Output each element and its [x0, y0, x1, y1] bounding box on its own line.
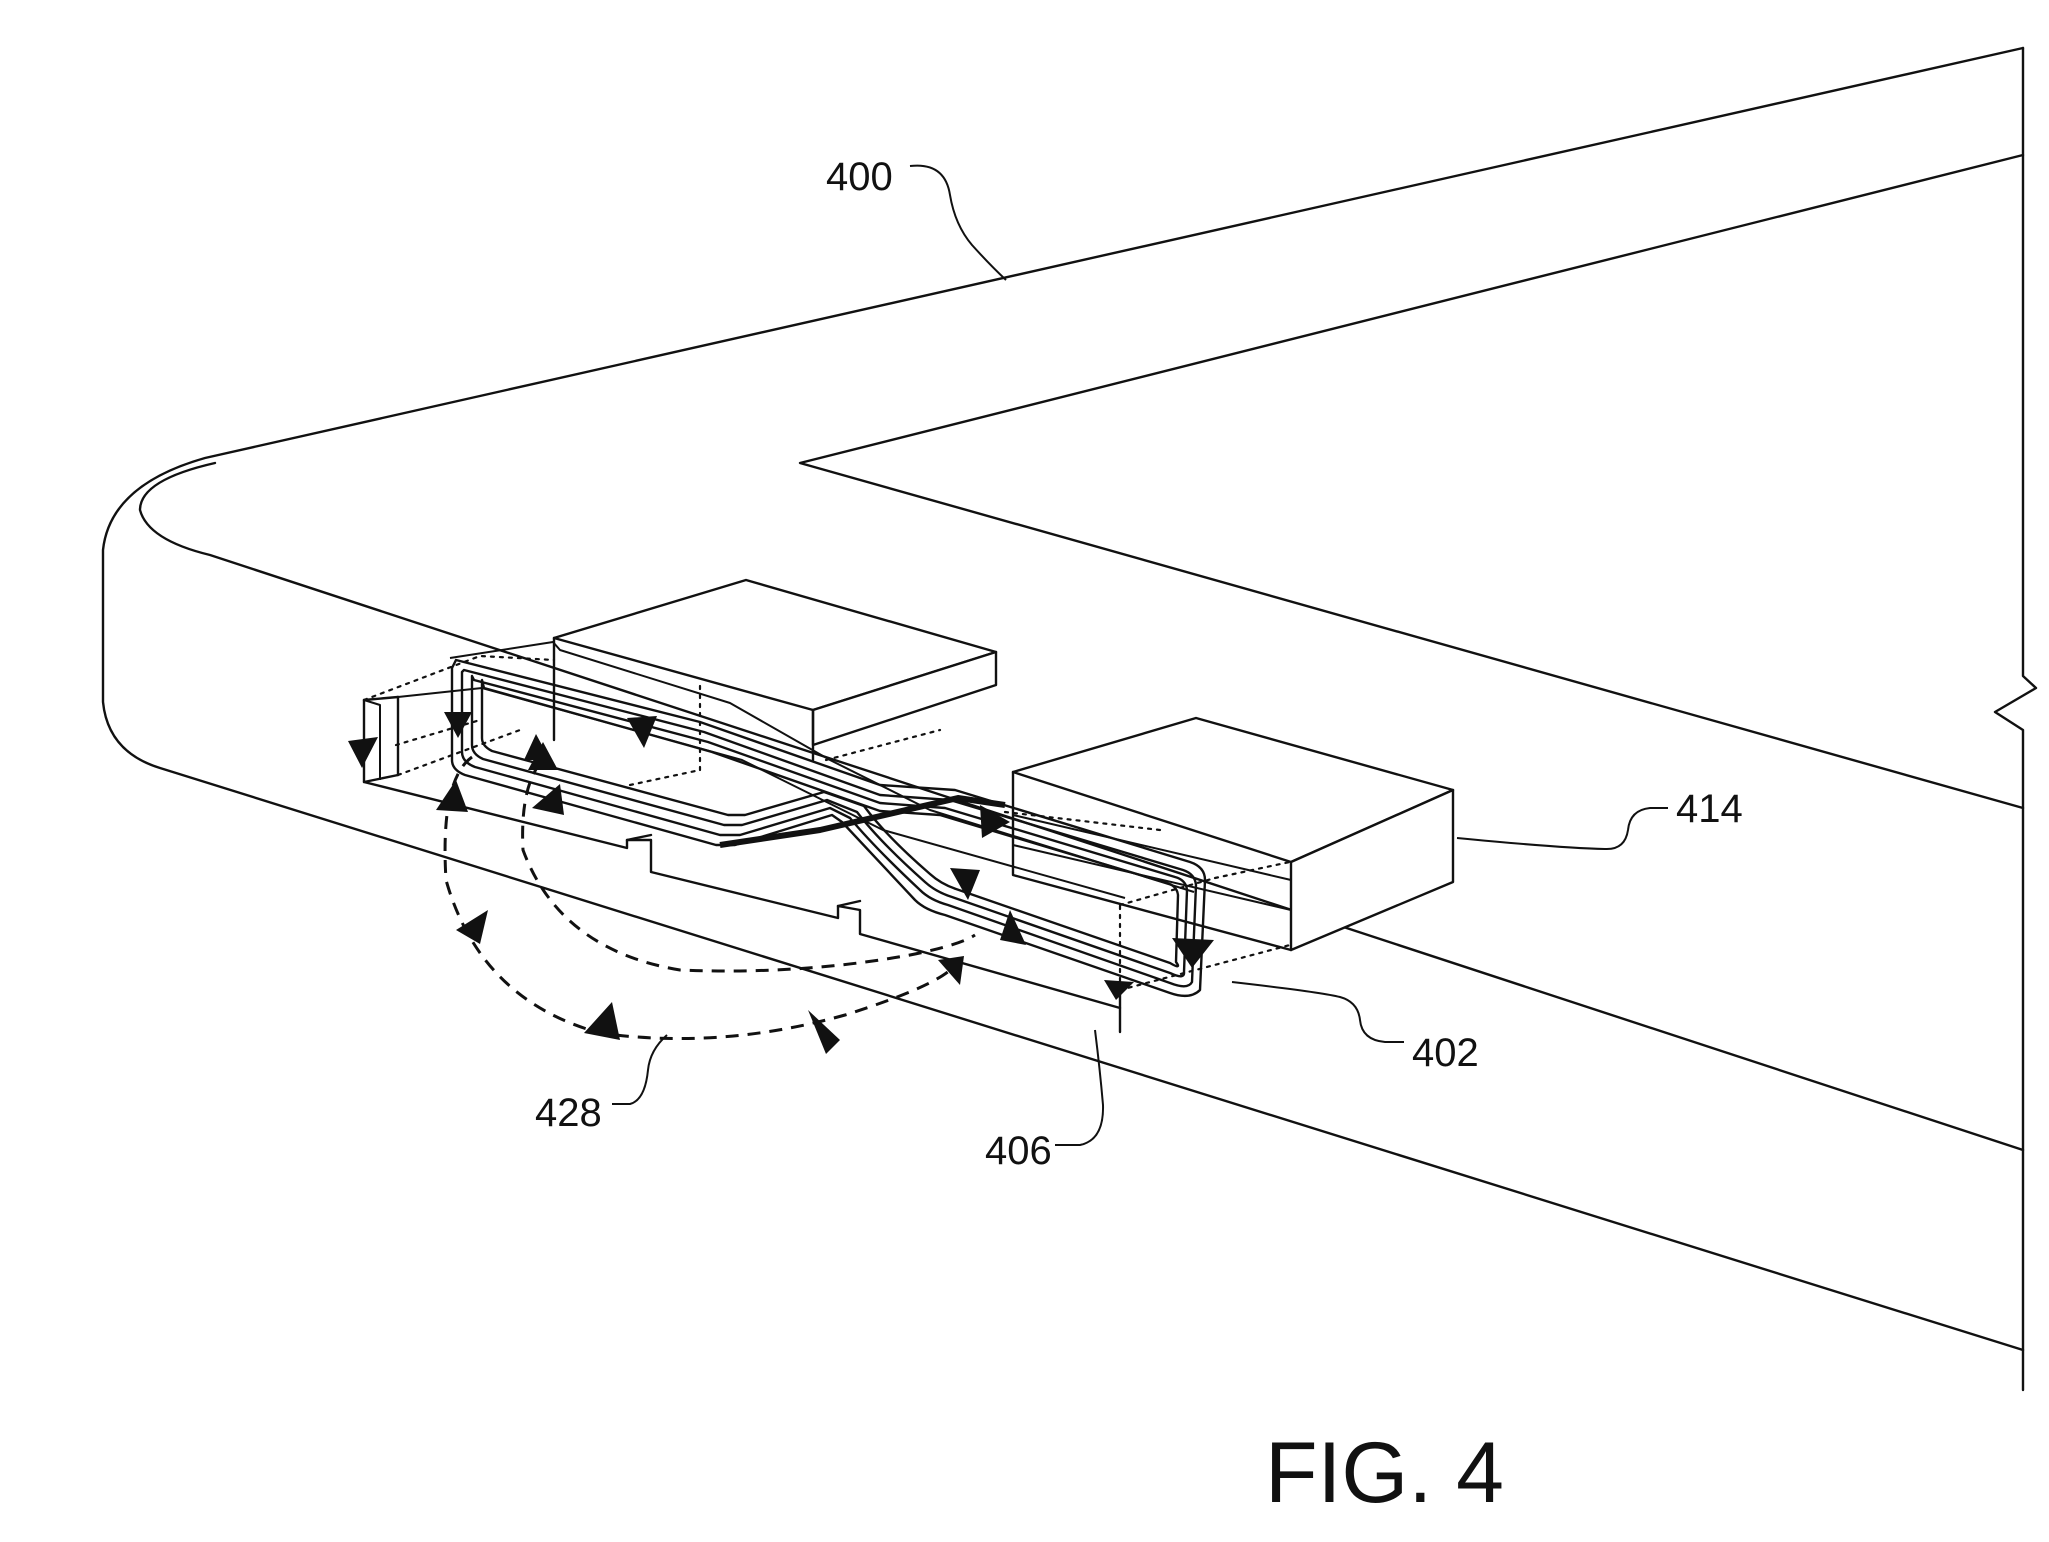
label-428: 428 — [535, 1091, 602, 1135]
upper-connector-block — [552, 578, 998, 762]
label-406: 406 — [985, 1129, 1052, 1173]
leader-lines — [612, 164, 1668, 1146]
leader-402 — [1231, 981, 1404, 1043]
figure-caption: FIG. 4 — [1265, 1425, 1504, 1521]
label-414: 414 — [1676, 787, 1743, 831]
arrow-icon — [808, 1010, 840, 1054]
arrow-icon — [627, 716, 657, 748]
arrow-icon — [532, 784, 564, 815]
leader-428 — [612, 1034, 668, 1105]
arrow-icon — [1172, 938, 1214, 968]
arrow-icon — [348, 737, 378, 768]
arrow-icon — [1104, 980, 1134, 1000]
magnetic-field-428 — [443, 755, 976, 1041]
arrow-icon — [584, 1002, 620, 1040]
antenna-coil-402 — [450, 658, 1207, 998]
leader-406 — [1055, 1029, 1105, 1146]
screen-edge — [798, 153, 2025, 810]
label-400: 400 — [826, 155, 893, 199]
arrow-icon — [524, 734, 550, 760]
connector-414 — [1011, 716, 1455, 952]
arrow-icon — [980, 805, 1010, 838]
current-and-field-arrows — [348, 712, 1214, 1054]
housing-break-line — [1993, 46, 2038, 1392]
label-402: 402 — [1412, 1031, 1479, 1075]
arrow-icon — [436, 780, 468, 812]
arrow-icon — [950, 868, 980, 900]
leader-414 — [1456, 807, 1668, 851]
arrow-icon — [444, 712, 472, 738]
arrow-icon — [456, 910, 488, 944]
device-housing — [101, 46, 2038, 1392]
arrow-icon — [1000, 910, 1026, 945]
leader-400 — [909, 164, 1007, 281]
housing-top-outer-edge — [101, 46, 2025, 1352]
housing-bevel-line — [138, 461, 2025, 1152]
arrow-icon — [938, 956, 964, 985]
dotted-projection-lines — [362, 654, 1292, 992]
